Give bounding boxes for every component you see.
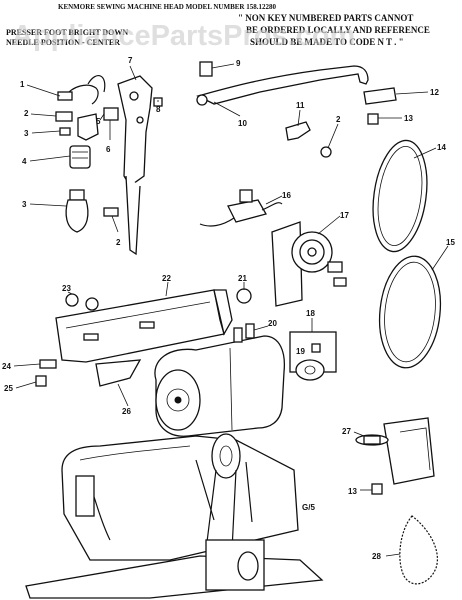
- callout-14: 14: [437, 143, 446, 152]
- screw-24: [39, 359, 57, 369]
- callout-16: 16: [282, 191, 291, 200]
- callout-12: 12: [430, 88, 439, 97]
- callout-13a: 13: [404, 114, 413, 123]
- clip-11: [285, 121, 311, 141]
- figure-code: G/5: [302, 503, 315, 512]
- callout-labels: 1 2 3 4 3 2 5 6 7 8 9 10 11 2 12 13 14 1…: [2, 56, 455, 561]
- screw-23a: [65, 293, 79, 307]
- screw-13b: [371, 483, 383, 495]
- model-line: KENMORE SEWING MACHINE HEAD MODEL NUMBER…: [58, 3, 276, 11]
- screw-21: [236, 288, 252, 304]
- light-bulb: [65, 199, 89, 233]
- screw-25: [35, 375, 47, 387]
- belt-14: [372, 139, 428, 253]
- screw-2: [103, 207, 119, 217]
- needle-bar-housing: [75, 475, 95, 517]
- presser-bar: [125, 175, 141, 256]
- bracket-17: [271, 221, 347, 307]
- callout-7: 7: [128, 56, 133, 65]
- callout-11: 11: [296, 101, 305, 110]
- press-line-1: PRESSER FOOT BRIGHT DOWN: [6, 28, 128, 37]
- cord-28: [399, 515, 438, 585]
- callout-1: 1: [20, 80, 25, 89]
- leader-lines: [13, 63, 449, 557]
- callout-21: 21: [238, 274, 247, 283]
- callout-13b: 13: [348, 487, 357, 496]
- lamp-socket: [69, 145, 91, 169]
- belt-15: [378, 255, 442, 369]
- lamp-wire-2: [87, 75, 106, 93]
- plate-12: [363, 87, 397, 105]
- presser-bar-bracket: [117, 75, 153, 187]
- callout-4: 4: [22, 157, 27, 166]
- terminal: [233, 327, 243, 343]
- note-line-3: SHOULD BE MADE TO CODE N T . ": [250, 37, 404, 47]
- machine-head: [25, 433, 324, 599]
- callout-24: 24: [2, 362, 11, 371]
- callout-23: 23: [62, 284, 71, 293]
- callout-2c: 2: [336, 115, 341, 124]
- callout-28: 28: [372, 552, 381, 561]
- motor-20: [154, 323, 286, 437]
- callout-3b: 3: [22, 200, 27, 209]
- callout-19: 19: [296, 347, 305, 356]
- callout-15: 15: [446, 238, 455, 247]
- shaft-10: [196, 65, 369, 105]
- note-line-2: BE ORDERED LOCALLY AND REFERENCE: [246, 25, 430, 35]
- bulb-base: [69, 189, 85, 201]
- lamp-socket-assembly: [55, 75, 119, 233]
- lamp-bracket: [55, 111, 73, 122]
- callout-9: 9: [236, 59, 241, 68]
- screw-2b: [320, 146, 332, 158]
- callout-18: 18: [306, 309, 315, 318]
- pulley-18: [289, 331, 337, 381]
- callout-10: 10: [238, 119, 247, 128]
- note-line-1: " NON KEY NUMBERED PARTS CANNOT: [238, 13, 413, 23]
- lamp-holder: [77, 113, 99, 141]
- callout-6: 6: [106, 145, 111, 154]
- callout-25: 25: [4, 384, 13, 393]
- hand-wheel: [211, 433, 241, 479]
- screw-23b: [85, 297, 99, 311]
- callout-5: 5: [96, 117, 101, 126]
- callout-27: 27: [342, 427, 351, 436]
- watermark: AppliancePartsPros.com: [12, 20, 355, 52]
- switch-16: [199, 189, 283, 227]
- callout-22: 22: [162, 274, 171, 283]
- callout-3a: 3: [24, 129, 29, 138]
- screw-9: [199, 61, 213, 77]
- screw-13: [367, 113, 379, 125]
- lamp-wire: [65, 84, 99, 105]
- callout-17: 17: [340, 211, 349, 220]
- motor-bracket-22: [35, 288, 252, 387]
- callout-2b: 2: [116, 238, 121, 247]
- clip-6: [103, 107, 119, 121]
- screw-1: [57, 91, 73, 101]
- arm-shaft: [196, 61, 397, 158]
- press-line-2: NEEDLE POSITION - CENTER: [6, 38, 120, 47]
- bed-plate: [25, 555, 324, 599]
- screw-3: [59, 127, 71, 136]
- callout-2a: 2: [24, 109, 29, 118]
- callout-26: 26: [122, 407, 131, 416]
- pad-26: [95, 359, 142, 387]
- light-housing-27: [355, 417, 435, 495]
- callout-20: 20: [268, 319, 277, 328]
- presser-bar-assembly: [103, 75, 163, 256]
- pulley-19: [295, 359, 325, 381]
- callout-8: 8: [156, 105, 161, 114]
